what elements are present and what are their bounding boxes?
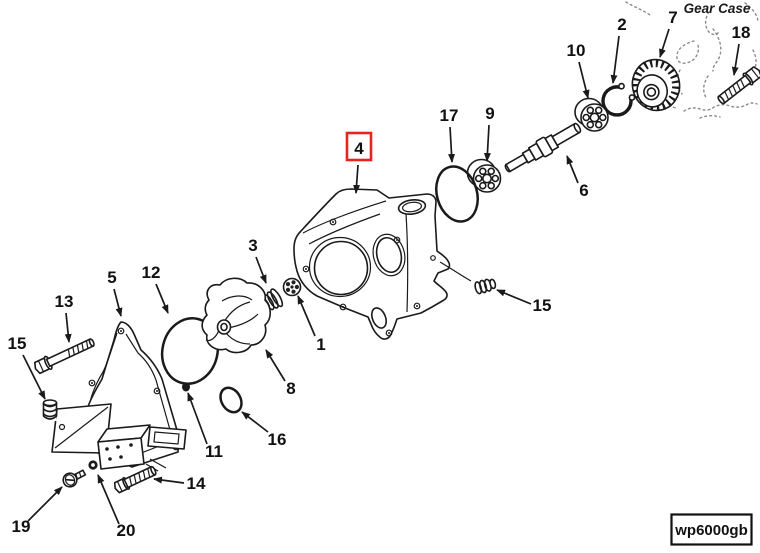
callout-arrow	[187, 392, 208, 445]
callout-arrow	[113, 288, 123, 317]
part-8-impeller-drawing	[201, 277, 272, 354]
callout-arrow	[610, 35, 620, 84]
callout-number: 7	[668, 8, 677, 27]
callout-arrow	[659, 28, 670, 58]
part-7-gear-drawing	[631, 58, 681, 112]
callout-number: 11	[205, 442, 223, 461]
callout-arrow	[64, 312, 72, 343]
callout-4: 4	[345, 131, 373, 194]
callout-number: 20	[117, 521, 136, 540]
callout-arrow	[265, 349, 286, 382]
callout-number: 16	[268, 430, 287, 449]
callout-7: 7	[659, 8, 678, 58]
callout-arrow	[155, 283, 169, 314]
callout-9: 9	[483, 104, 495, 162]
cover-bracket-block	[97, 424, 187, 472]
callout-number: 3	[248, 236, 257, 255]
callout-number: 9	[485, 104, 494, 123]
part-18-bolt-drawing	[717, 66, 760, 105]
callout-arrow	[448, 126, 456, 163]
callout-number: 13	[55, 292, 74, 311]
callout-arrow	[255, 256, 267, 284]
callout-6: 6	[566, 155, 589, 200]
callout-arrow	[22, 354, 46, 400]
callout-number: 15	[8, 334, 27, 353]
part-11-pin-drawing	[182, 382, 190, 392]
callout-arrow	[578, 61, 590, 99]
part-13-bolt-drawing	[33, 338, 95, 375]
callout-number: 6	[579, 181, 588, 200]
callout-13: 13	[55, 292, 74, 343]
callout-18: 18	[731, 23, 751, 76]
part-17-oring-drawing	[435, 165, 479, 223]
part-10-bearing-drawing	[574, 97, 609, 132]
callout-11: 11	[187, 392, 223, 461]
callout-15-14: 15	[8, 334, 46, 400]
callout-20: 20	[97, 474, 136, 540]
callout-17: 17	[440, 106, 459, 163]
callout-2: 2	[610, 15, 627, 84]
drawing-code-box: wp6000gb	[670, 513, 753, 546]
callout-10: 10	[567, 41, 590, 99]
callout-number: 15	[533, 296, 552, 315]
gear-case-label: Gear Case	[684, 1, 751, 16]
callout-arrow	[483, 124, 491, 162]
callout-number: 2	[617, 15, 626, 34]
callout-number: 14	[187, 474, 206, 493]
part-19-screw-drawing	[62, 469, 87, 488]
drawing-code-text: wp6000gb	[674, 522, 748, 539]
callout-12: 12	[142, 263, 169, 314]
callout-number: 18	[732, 23, 751, 42]
highlight-box	[345, 131, 373, 162]
callout-1: 1	[297, 295, 326, 354]
part-15-left-plug-drawing	[42, 399, 58, 421]
callout-14: 14	[153, 474, 206, 493]
callout-number: 4	[354, 139, 364, 158]
callout-arrow	[297, 295, 316, 337]
housing-bolt-holes	[302, 218, 421, 337]
part-14-bolt-drawing	[113, 465, 157, 494]
callout-number: 1	[316, 335, 325, 354]
part-9-bearing-drawing	[466, 158, 502, 193]
part-16-oring-drawing	[219, 386, 243, 414]
callout-3: 3	[248, 236, 267, 284]
callout-arrow	[97, 474, 120, 525]
callout-arrow	[153, 476, 185, 484]
callout-arrow	[566, 155, 579, 184]
part-20-washer-drawing	[88, 460, 98, 470]
part-5-cover-drawing	[51, 321, 187, 472]
part-1-drawing	[282, 277, 302, 297]
callout-arrow	[496, 289, 532, 305]
callout-15-15: 15	[496, 289, 552, 315]
callout-number: 8	[286, 379, 295, 398]
part-15-right-plug-drawing	[474, 277, 497, 295]
callout-number: 17	[440, 106, 459, 125]
callout-number: 19	[12, 517, 31, 536]
callout-8: 8	[265, 349, 296, 398]
part-4-housing-drawing	[293, 188, 472, 340]
part-2-snap-ring-drawing	[601, 82, 636, 117]
callout-number: 5	[107, 268, 116, 287]
callout-arrow	[241, 411, 269, 433]
callout-arrow	[27, 486, 63, 522]
part-12-oring-drawing	[160, 317, 220, 385]
callout-number: 10	[567, 41, 586, 60]
callout-19: 19	[12, 486, 63, 536]
callout-5: 5	[107, 268, 123, 317]
callout-arrow	[353, 164, 361, 194]
part-6-shaft-drawing	[504, 122, 582, 173]
callout-number: 12	[142, 263, 161, 282]
callout-arrow	[731, 43, 740, 76]
callout-16: 16	[241, 411, 287, 449]
